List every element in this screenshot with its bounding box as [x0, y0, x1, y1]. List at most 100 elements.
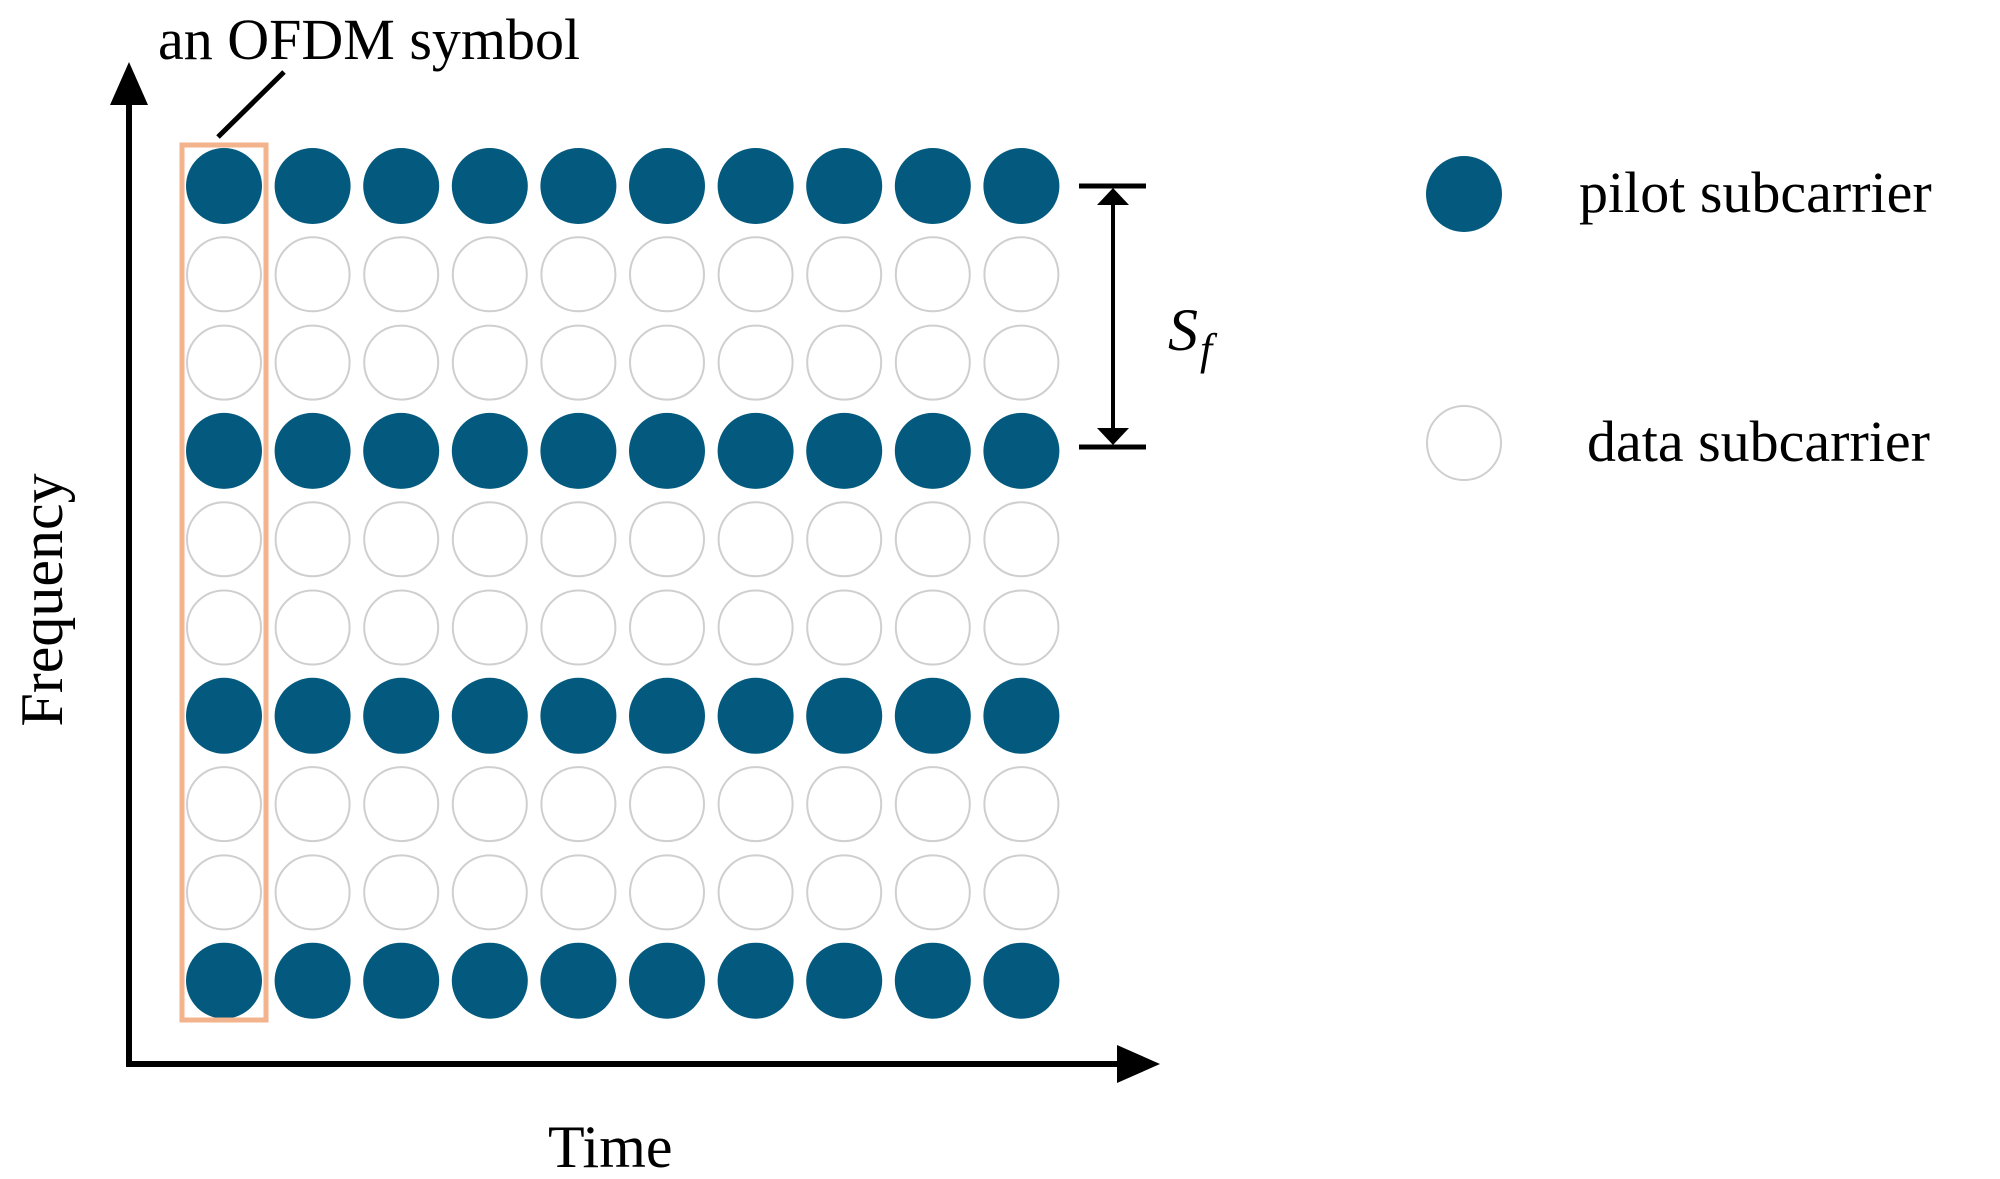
x-axis-arrowhead [1117, 1045, 1160, 1083]
data-subcarrier [540, 324, 617, 401]
data-subcarrier [274, 766, 351, 843]
pilot-subcarrier [451, 412, 528, 489]
pilot-subcarrier [629, 148, 705, 224]
legend-pilot-marker [1426, 156, 1502, 232]
data-subcarrier [274, 324, 351, 401]
data-subcarrier [363, 589, 440, 666]
data-subcarrier [717, 324, 794, 401]
data-subcarrier [363, 324, 440, 401]
data-subcarrier [806, 589, 883, 666]
data-subcarrier [629, 501, 705, 578]
spacing-arrow-up [1097, 188, 1129, 205]
data-subcarrier [717, 501, 794, 578]
pilot-subcarrier [540, 148, 617, 224]
pilot-subcarrier [717, 942, 794, 1019]
pilot-subcarrier [274, 412, 351, 489]
data-subcarrier [274, 589, 351, 666]
pilot-subcarrier [717, 148, 794, 224]
data-subcarrier [451, 501, 528, 578]
data-subcarrier [629, 324, 705, 401]
legend-pilot-label: pilot subcarrier [1579, 160, 1932, 225]
pilot-subcarrier [983, 677, 1060, 754]
y-axis-arrowhead [110, 62, 148, 105]
pilot-subcarrier [186, 412, 262, 489]
pilot-subcarrier [806, 677, 883, 754]
data-subcarrier [629, 236, 705, 313]
pilot-subcarrier [806, 942, 883, 1019]
data-subcarrier [894, 854, 971, 931]
data-subcarrier [894, 236, 971, 313]
data-subcarrier [983, 589, 1060, 666]
data-subcarrier [540, 589, 617, 666]
data-subcarrier [894, 501, 971, 578]
pilot-subcarrier [717, 677, 794, 754]
ofdm-symbol-pointer-line [216, 70, 286, 139]
pilot-subcarrier [186, 148, 262, 224]
data-subcarrier [186, 854, 262, 931]
data-subcarrier [894, 324, 971, 401]
pilot-spacing-indicator: Sf [1079, 183, 1218, 450]
data-subcarrier [363, 236, 440, 313]
data-subcarrier [894, 766, 971, 843]
pilot-subcarrier [363, 148, 440, 224]
data-subcarrier [540, 766, 617, 843]
pilot-subcarrier [540, 677, 617, 754]
pilot-subcarrier [629, 942, 705, 1019]
data-subcarrier [806, 501, 883, 578]
legend: pilot subcarrier data subcarrier [1426, 156, 1932, 481]
data-subcarrier [186, 236, 262, 313]
pilot-subcarrier [806, 412, 883, 489]
data-subcarrier [186, 324, 262, 401]
data-subcarrier [451, 324, 528, 401]
data-subcarrier [806, 854, 883, 931]
x-axis-label: Time [548, 1114, 673, 1179]
data-subcarrier [363, 766, 440, 843]
pilot-subcarrier [983, 148, 1060, 224]
data-subcarrier [451, 854, 528, 931]
data-subcarrier [186, 766, 262, 843]
pilot-subcarrier [451, 677, 528, 754]
data-subcarrier [983, 854, 1060, 931]
pilot-subcarrier [186, 942, 262, 1019]
data-subcarrier [806, 324, 883, 401]
data-subcarrier [540, 236, 617, 313]
data-subcarrier [717, 854, 794, 931]
data-subcarrier [274, 501, 351, 578]
pilot-subcarrier [540, 942, 617, 1019]
data-subcarrier [983, 324, 1060, 401]
spacing-symbol-subscript: f [1200, 325, 1218, 374]
data-subcarrier [451, 766, 528, 843]
data-subcarrier [363, 501, 440, 578]
pilot-subcarrier [363, 677, 440, 754]
pilot-subcarrier [894, 942, 971, 1019]
spacing-arrow-down [1097, 428, 1129, 445]
data-subcarrier [806, 236, 883, 313]
data-subcarrier [717, 236, 794, 313]
data-subcarrier [629, 854, 705, 931]
subcarrier-grid [186, 148, 1060, 1019]
pilot-subcarrier [540, 412, 617, 489]
data-subcarrier [274, 236, 351, 313]
data-subcarrier [629, 766, 705, 843]
data-subcarrier [629, 589, 705, 666]
legend-data-marker [1426, 405, 1502, 481]
ofdm-symbol-box [179, 142, 269, 1023]
legend-data-label: data subcarrier [1587, 409, 1930, 474]
data-subcarrier [717, 766, 794, 843]
pilot-subcarrier [806, 148, 883, 224]
pilot-subcarrier [894, 412, 971, 489]
pilot-subcarrier [451, 942, 528, 1019]
data-subcarrier [186, 501, 262, 578]
data-subcarrier [983, 501, 1060, 578]
spacing-symbol-label: Sf [1168, 297, 1218, 374]
pilot-subcarrier [983, 942, 1060, 1019]
pilot-subcarrier [894, 148, 971, 224]
data-subcarrier [451, 236, 528, 313]
pilot-subcarrier [717, 412, 794, 489]
spacing-symbol-main: S [1168, 297, 1198, 363]
pilot-subcarrier [274, 677, 351, 754]
data-subcarrier [983, 766, 1060, 843]
data-subcarrier [451, 589, 528, 666]
data-subcarrier [274, 854, 351, 931]
data-subcarrier [717, 589, 794, 666]
